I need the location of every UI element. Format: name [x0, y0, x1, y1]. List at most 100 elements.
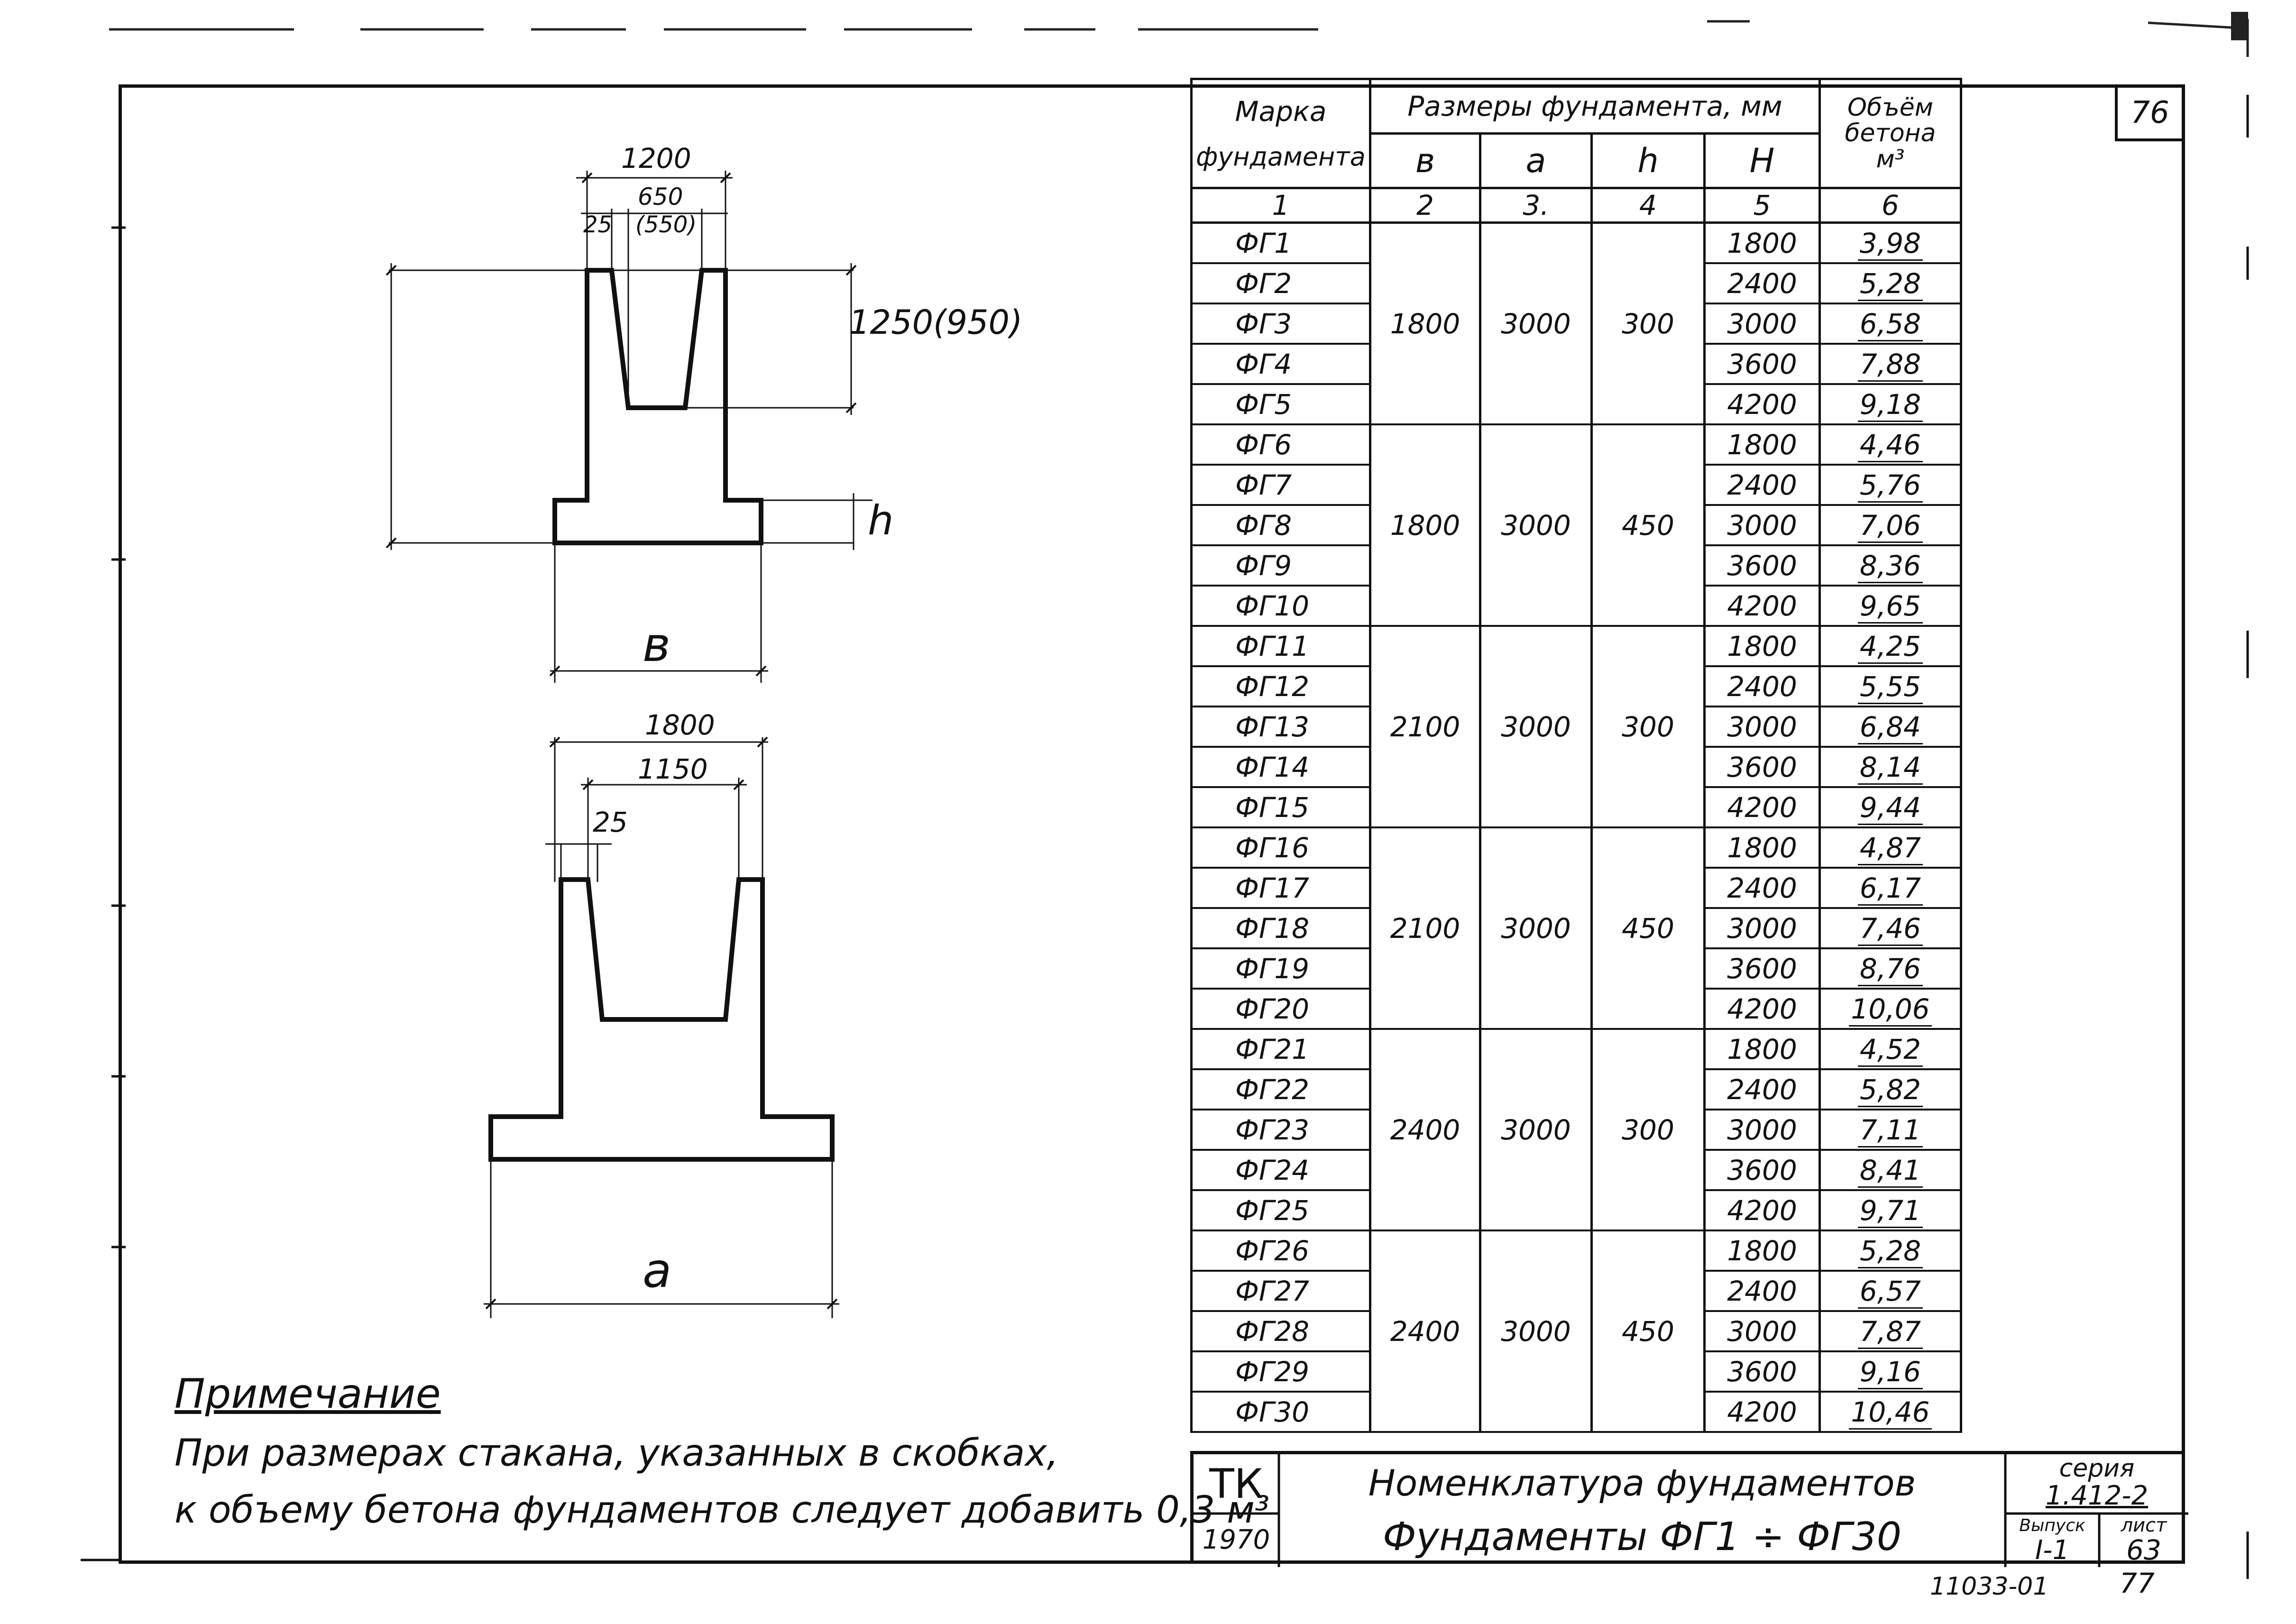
table-row: ФГ3 3000 6,58 [1190, 303, 1962, 345]
header-num-1: 1 [1190, 187, 1371, 224]
cell-volume: 4,87 [1818, 827, 1962, 869]
cell-volume: 6,17 [1818, 868, 1962, 909]
header-col-b: в [1369, 132, 1481, 189]
cell-mark: ФГ20 [1190, 989, 1371, 1030]
cell-group-a: 3000 [1479, 222, 1593, 425]
cell-volume-value: 8,41 [1857, 1154, 1923, 1188]
cell-volume-value: 5,82 [1857, 1073, 1923, 1107]
cell-height: 1800 [1703, 1029, 1821, 1070]
cell-mark: ФГ13 [1190, 706, 1371, 748]
cell-height: 3600 [1703, 1351, 1821, 1393]
cell-height: 3000 [1703, 1311, 1821, 1352]
cell-volume: 9,16 [1818, 1351, 1962, 1393]
cell-group-b: 2400 [1369, 1230, 1481, 1433]
cell-group-h: 300 [1590, 626, 1706, 828]
cell-volume-value: 6,17 [1857, 872, 1923, 906]
cell-group-b: 1800 [1369, 424, 1481, 627]
cell-volume: 5,28 [1818, 1230, 1962, 1272]
cell-volume-value: 4,87 [1857, 831, 1923, 865]
cell-volume: 6,58 [1818, 303, 1962, 345]
header-dims: Размеры фундамента, мм [1369, 78, 1821, 135]
cell-mark: ФГ28 [1190, 1311, 1371, 1352]
cell-mark: ФГ27 [1190, 1271, 1371, 1312]
bottom-section-view [484, 736, 839, 1318]
cell-height: 2400 [1703, 1069, 1821, 1110]
dim-h: h [868, 497, 894, 544]
cell-height: 1800 [1703, 424, 1821, 466]
cell-volume-value: 8,76 [1857, 952, 1923, 986]
cell-volume: 5,28 [1818, 263, 1962, 304]
cell-volume: 7,46 [1818, 908, 1962, 949]
title-block-title1: Номенклатура фундаментов [1368, 1461, 1916, 1504]
cell-volume: 4,46 [1818, 424, 1962, 466]
dim-1800: 1800 [645, 709, 715, 741]
cell-group-a: 3000 [1479, 1230, 1593, 1433]
cell-height: 1800 [1703, 626, 1821, 667]
cell-group-a: 3000 [1479, 424, 1593, 627]
dim-a: а [643, 1243, 672, 1298]
cell-volume-value: 9,18 [1857, 388, 1923, 422]
cell-volume: 3,98 [1818, 222, 1962, 264]
cell-volume: 7,06 [1818, 505, 1962, 546]
cell-mark: ФГ5 [1190, 384, 1371, 425]
cell-volume-value: 7,46 [1857, 912, 1923, 946]
title-block-grid [1194, 1454, 2188, 1567]
header-volume: Объём бетона м³ [1818, 78, 1962, 189]
dim-650: 650 [638, 183, 683, 211]
cell-height: 1800 [1703, 1230, 1821, 1272]
title-block-year: 1970 [1202, 1524, 1270, 1555]
cell-height: 2400 [1703, 1271, 1821, 1312]
header-num-5: 5 [1703, 187, 1821, 224]
note-title: Примечание [174, 1370, 441, 1418]
cell-mark: ФГ11 [1190, 626, 1371, 667]
cell-mark: ФГ22 [1190, 1069, 1371, 1110]
cell-mark: ФГ2 [1190, 263, 1371, 304]
cell-volume-value: 6,58 [1857, 307, 1923, 341]
title-block-title2: Фундаменты ФГ1 ÷ ФГ30 [1382, 1514, 1902, 1560]
cell-mark: ФГ26 [1190, 1230, 1371, 1272]
cell-height: 3000 [1703, 303, 1821, 345]
dim-550: (550) [635, 211, 697, 238]
cell-height: 3600 [1703, 545, 1821, 587]
cell-mark: ФГ16 [1190, 827, 1371, 869]
cell-group-a: 3000 [1479, 1029, 1593, 1231]
cell-height: 4200 [1703, 1392, 1821, 1433]
archive-number: 11033-01 [1930, 1572, 2049, 1601]
cell-height: 3000 [1703, 1110, 1821, 1151]
cell-mark: ФГ4 [1190, 344, 1371, 385]
header-num-2: 2 [1369, 187, 1481, 224]
cell-group-h: 450 [1590, 1230, 1706, 1433]
dim-1200: 1200 [621, 142, 691, 174]
dim-25-top: 25 [583, 211, 613, 238]
cell-height: 3000 [1703, 908, 1821, 949]
cell-height: 4200 [1703, 586, 1821, 627]
cell-volume: 9,18 [1818, 384, 1962, 425]
cell-volume: 6,57 [1818, 1271, 1962, 1312]
header-col-a: а [1479, 132, 1593, 189]
cell-mark: ФГ3 [1190, 303, 1371, 345]
top-edge-marks [109, 12, 2249, 57]
cell-height: 3600 [1703, 344, 1821, 385]
cell-mark: ФГ6 [1190, 424, 1371, 466]
frame-ticks [81, 95, 2249, 1579]
cell-mark: ФГ7 [1190, 465, 1371, 506]
header-volume-line3: м³ [1876, 145, 1905, 174]
cell-volume: 4,52 [1818, 1029, 1962, 1070]
